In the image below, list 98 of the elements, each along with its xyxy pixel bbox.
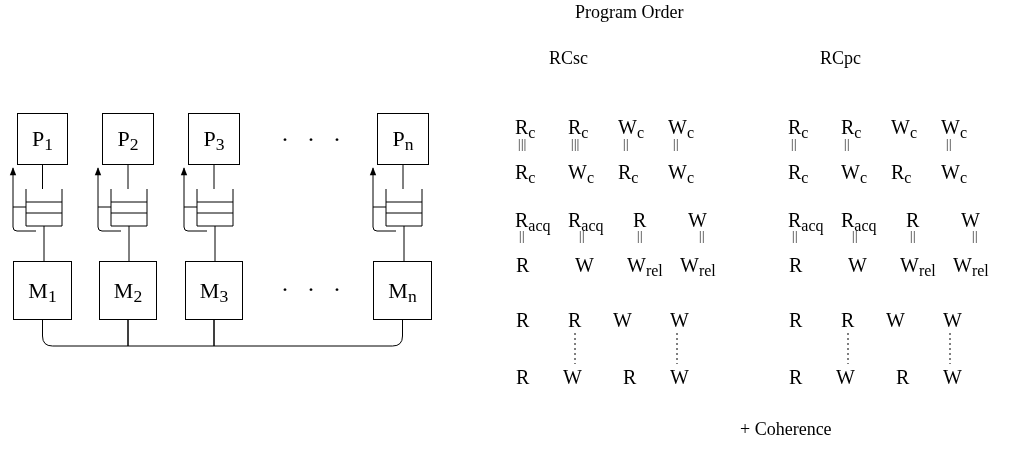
memory-box [13, 261, 72, 320]
operation-label: R$_{c}$ [788, 161, 809, 183]
node-label: M$_{3}$ [199, 279, 229, 302]
ordering-mark: || [844, 138, 850, 152]
operation-label: W$_{rel}$ [953, 254, 989, 276]
ordering-mark: || [946, 138, 952, 152]
feedback-arrow [9, 167, 27, 208]
ordering-mark: || [519, 230, 525, 244]
node-label: P$_{2}$ [117, 128, 139, 150]
ordering-mark: || [673, 138, 679, 152]
node-label: M$_{2}$ [113, 279, 143, 302]
ordering-mark: ||| [518, 138, 527, 152]
connector-line [213, 319, 403, 347]
operation-label: R$_{c}$ [515, 116, 536, 138]
ordering-mark: || [910, 230, 916, 244]
memory-box [99, 261, 157, 320]
operation-label: W [886, 309, 905, 331]
connector-line [42, 319, 129, 347]
operation-label: W$_{c}$ [941, 116, 967, 138]
ordering-mark: || [623, 138, 629, 152]
operation-label: W$_{c}$ [891, 116, 917, 138]
operation-label: W$_{c}$ [668, 161, 694, 183]
operation-label: R [906, 209, 920, 231]
operation-label: R [789, 309, 803, 331]
connector-line [43, 225, 45, 262]
operation-label: R$_{c}$ [568, 116, 589, 138]
operation-label: R [841, 309, 855, 331]
operation-label: W$_{rel}$ [627, 254, 663, 276]
connector-line [214, 225, 216, 262]
ordering-mark: || [699, 230, 705, 244]
operation-label: W [670, 309, 689, 331]
operation-label: W [836, 366, 855, 388]
operation-label: W$_{c}$ [941, 161, 967, 183]
operation-label: R [568, 309, 582, 331]
operation-label: W$_{rel}$ [900, 254, 936, 276]
operation-label: W [961, 209, 980, 231]
operation-label: W [848, 254, 867, 276]
operation-label: R [896, 366, 910, 388]
node-label: P$_{n}$ [392, 128, 414, 150]
memory-box [373, 261, 432, 320]
ordering-mark: || [791, 138, 797, 152]
ellipsis: · · · [281, 126, 347, 153]
queue-drawing [196, 188, 234, 227]
operation-label: R$_{c}$ [891, 161, 912, 183]
memory-box [185, 261, 243, 320]
operation-label: R [516, 254, 530, 276]
connector-line [128, 225, 130, 262]
ordering-mark: || [972, 230, 978, 244]
queue-drawing [25, 188, 63, 227]
processor-box [188, 113, 240, 165]
feedback-arrow [94, 167, 112, 208]
operation-label: R [516, 366, 530, 388]
operation-label: R [789, 254, 803, 276]
processor-box [377, 113, 429, 165]
connector-line [127, 319, 215, 347]
node-label: P$_{1}$ [31, 128, 53, 150]
operation-label: W$_{c}$ [668, 116, 694, 138]
processor-box [102, 113, 154, 165]
ordering-mark: || [637, 230, 643, 244]
node-label: P$_{3}$ [203, 128, 225, 150]
note: + Coherence [740, 420, 832, 440]
connector-line [402, 164, 404, 190]
connector-line [403, 225, 405, 262]
queue-drawing [385, 188, 423, 227]
operation-label: R [623, 366, 637, 388]
connector-line [42, 164, 43, 190]
operation-label: W [575, 254, 594, 276]
operation-label: W [943, 309, 962, 331]
operation-label: R [789, 366, 803, 388]
model-name: RCpc [820, 49, 861, 69]
operation-label: R$_{c}$ [618, 161, 639, 183]
connector-line [127, 164, 129, 190]
operation-label: W [670, 366, 689, 388]
operation-label: W$_{c}$ [841, 161, 867, 183]
operation-label: W$_{c}$ [568, 161, 594, 183]
processor-box [17, 113, 68, 165]
operation-label: R$_{c}$ [788, 116, 809, 138]
node-label: M$_{n}$ [388, 279, 417, 302]
operation-label: R$_{c}$ [841, 116, 862, 138]
operation-label: W$_{c}$ [618, 116, 644, 138]
model-name: RCsc [549, 49, 588, 69]
connector-line [213, 164, 215, 190]
operation-label: W [688, 209, 707, 231]
queue-drawing [110, 188, 148, 227]
ordering-mark: ||| [571, 138, 580, 152]
operation-label: W$_{rel}$ [680, 254, 716, 276]
operation-label: W [563, 366, 582, 388]
heading: Program Order [575, 3, 684, 23]
operation-label: R [516, 309, 530, 331]
ordering-mark: || [792, 230, 798, 244]
feedback-arrow [180, 167, 198, 208]
operation-label: W [943, 366, 962, 388]
operation-label: W [613, 309, 632, 331]
feedback-arrow [369, 167, 387, 208]
ellipsis: · · · [281, 276, 347, 303]
operation-label: R [633, 209, 647, 231]
operation-label: R$_{c}$ [515, 161, 536, 183]
node-label: M$_{1}$ [28, 279, 57, 302]
